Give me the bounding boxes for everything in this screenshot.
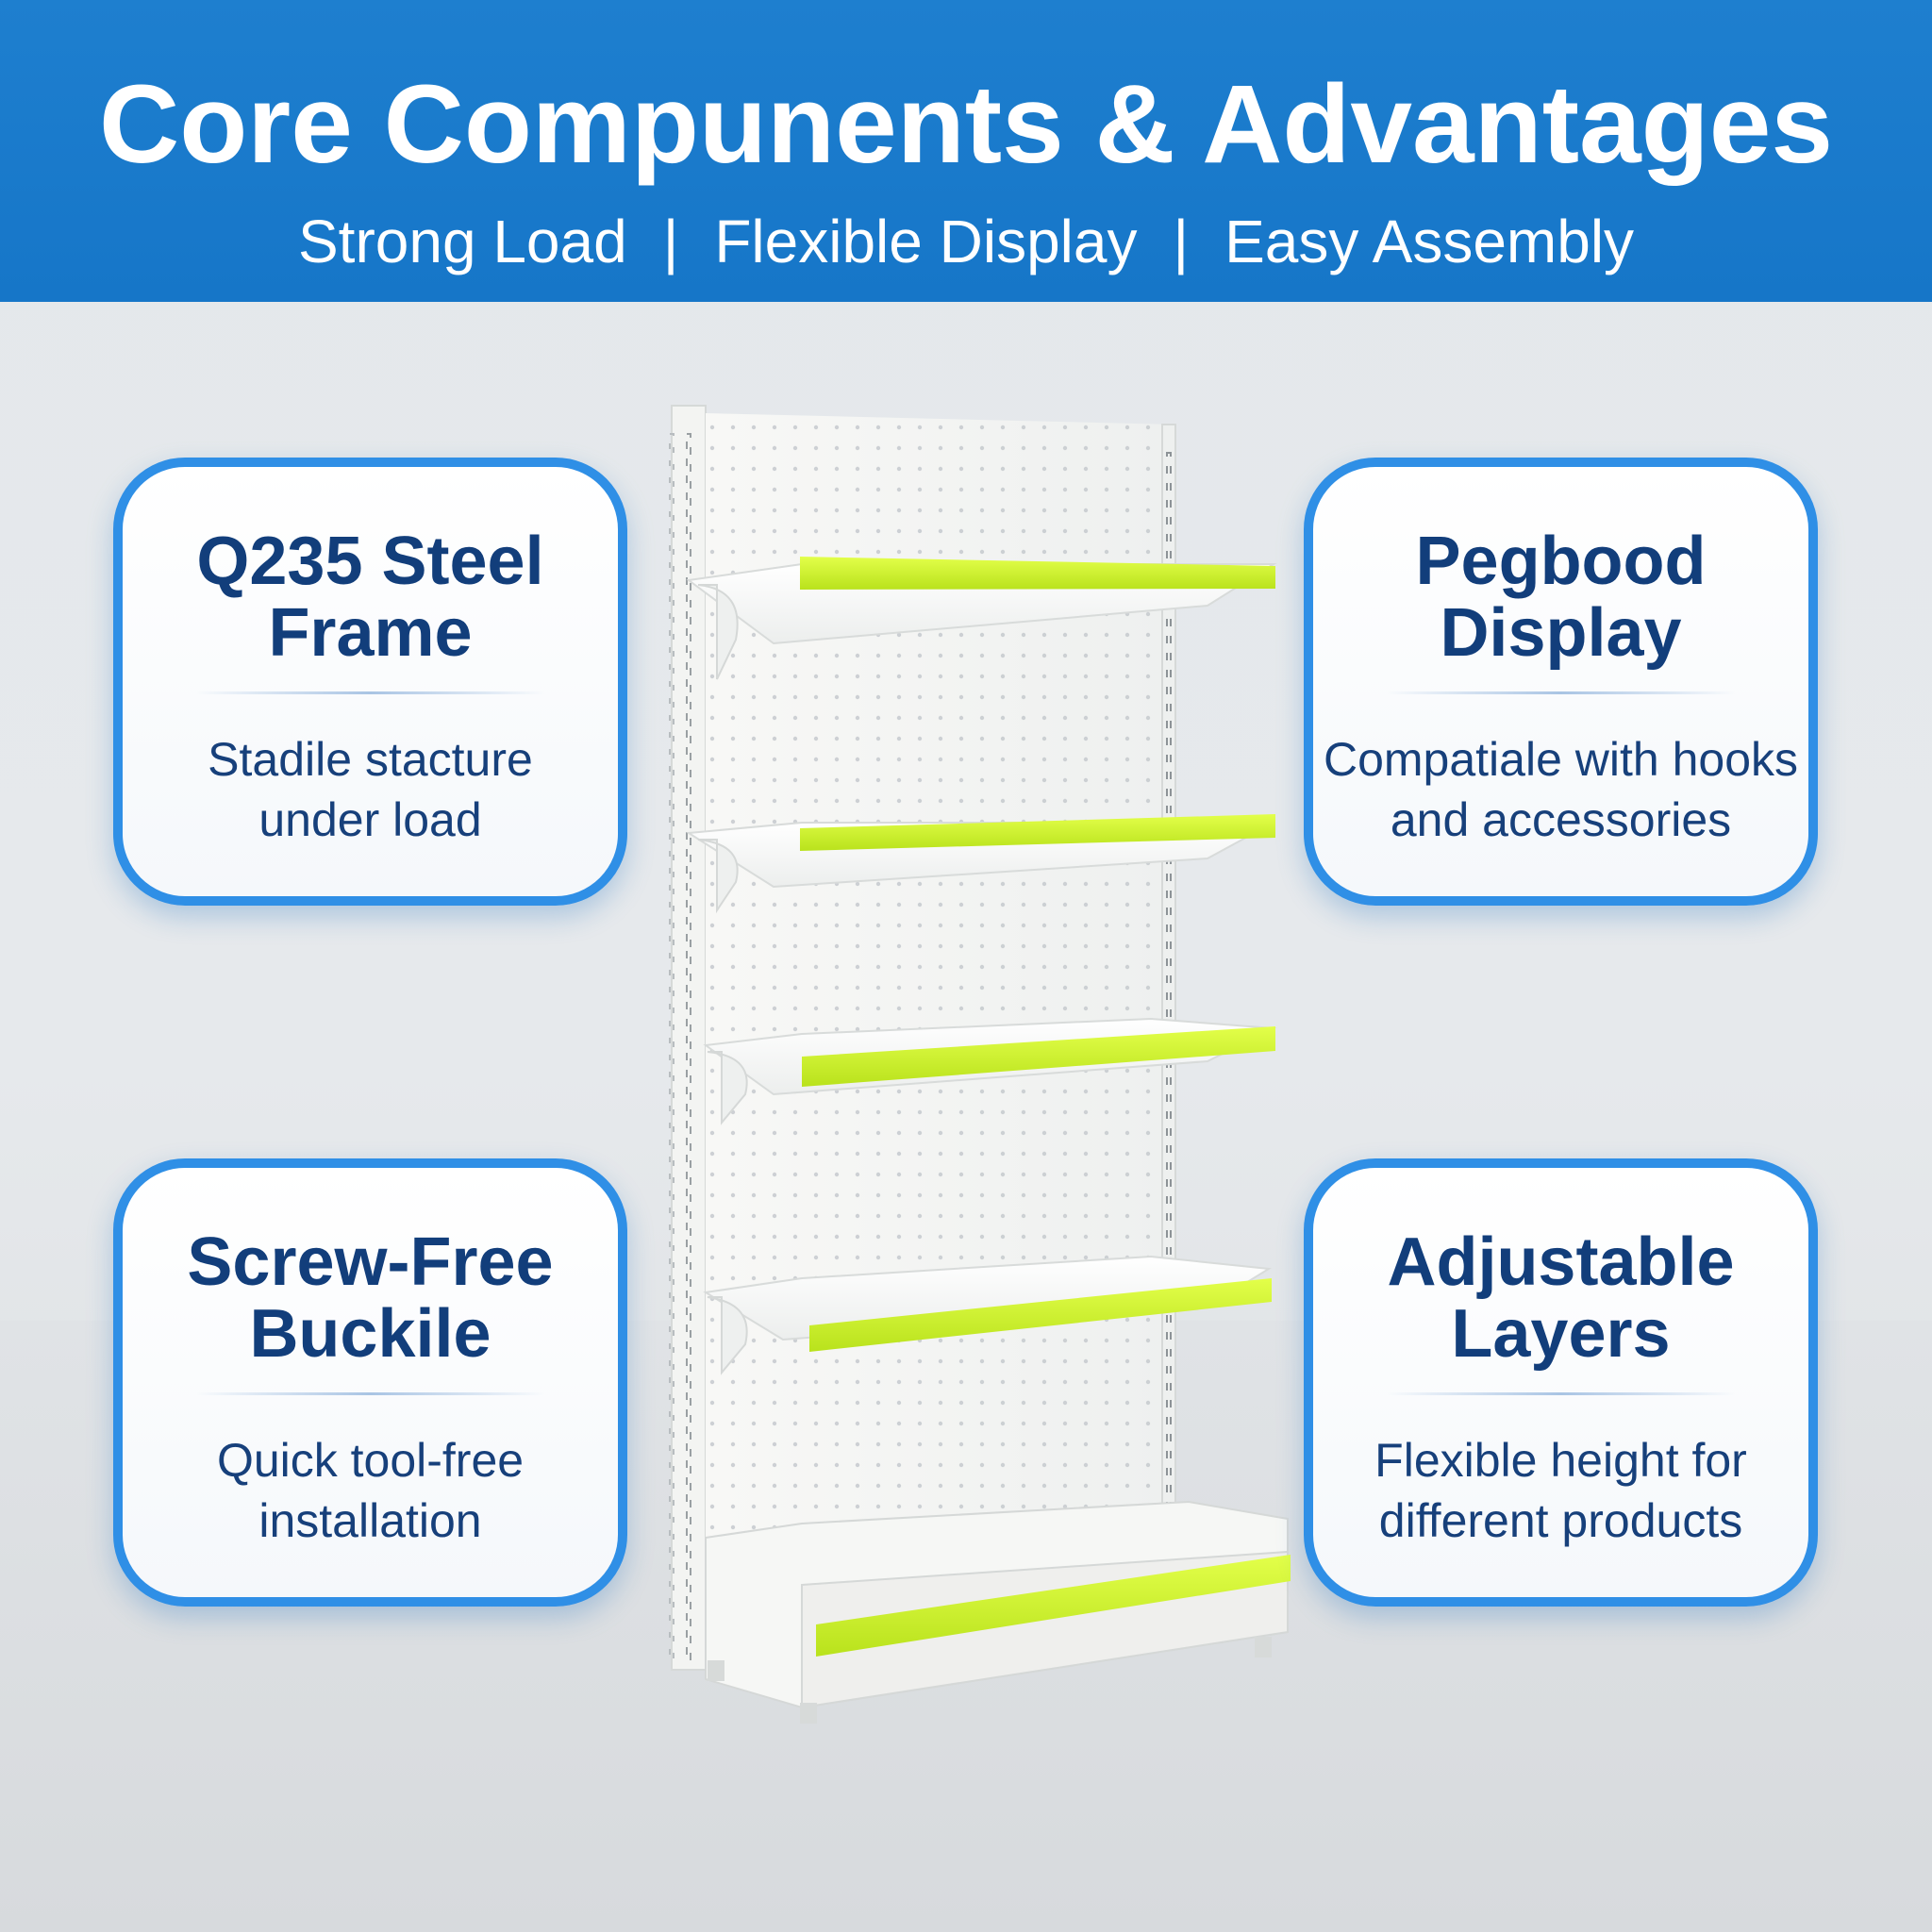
subtitle-separator: | <box>662 208 679 275</box>
page-title: Core Compunents & Advantages <box>99 62 1833 187</box>
shelf-base <box>705 1500 1291 1724</box>
feature-card-screw-free: Screw-Free Buckile Quick tool-free insta… <box>113 1158 627 1607</box>
feature-card-steel-frame: Q235 Steel Frame Stadile stacture under … <box>113 458 627 906</box>
feature-strong-load: Strong Load <box>297 208 627 275</box>
header-subtitle: Strong Load | Flexible Display | Easy Assemb… <box>0 204 1932 279</box>
shelf-tier-1 <box>686 557 1277 680</box>
feature-easy-assembly: Easy Assembly <box>1224 208 1635 275</box>
upright-slots <box>669 433 675 1661</box>
card-description: Compatiale with hooks and accessories <box>1323 733 1799 846</box>
shelf-tier-2 <box>685 814 1275 914</box>
card-divider <box>196 691 544 694</box>
shelf-tier-4 <box>703 1255 1273 1375</box>
card-description: Flexible height for different products <box>1374 1434 1747 1547</box>
card-divider <box>196 1392 544 1395</box>
card-divider <box>1387 691 1735 694</box>
feature-flexible-display: Flexible Display <box>714 208 1138 275</box>
header-banner: Core Compunents & Advantages Strong Load… <box>0 0 1932 302</box>
upright-slots <box>686 433 691 1661</box>
left-upright <box>671 405 707 1671</box>
shelf-tier-3 <box>703 1017 1277 1125</box>
card-description: Quick tool-free installation <box>216 1434 525 1547</box>
card-description: Stadile stacture under load <box>208 733 533 846</box>
card-divider <box>1387 1392 1735 1395</box>
feature-card-pegboard-display: Pegbood Display Compatiale with hooks an… <box>1304 458 1818 906</box>
pegboard-shelf-icon <box>669 405 1291 1724</box>
card-title: Pegbood Display <box>1415 524 1707 671</box>
card-title: Q235 Steel Frame <box>196 524 544 671</box>
subtitle-separator: | <box>1173 208 1190 275</box>
card-title: Screw-Free Buckile <box>187 1224 554 1372</box>
shelf-illustration <box>660 396 1321 1736</box>
feature-card-adjustable-layers: Adjustable Layers Flexible height for di… <box>1304 1158 1818 1607</box>
card-title: Adjustable Layers <box>1387 1224 1735 1372</box>
